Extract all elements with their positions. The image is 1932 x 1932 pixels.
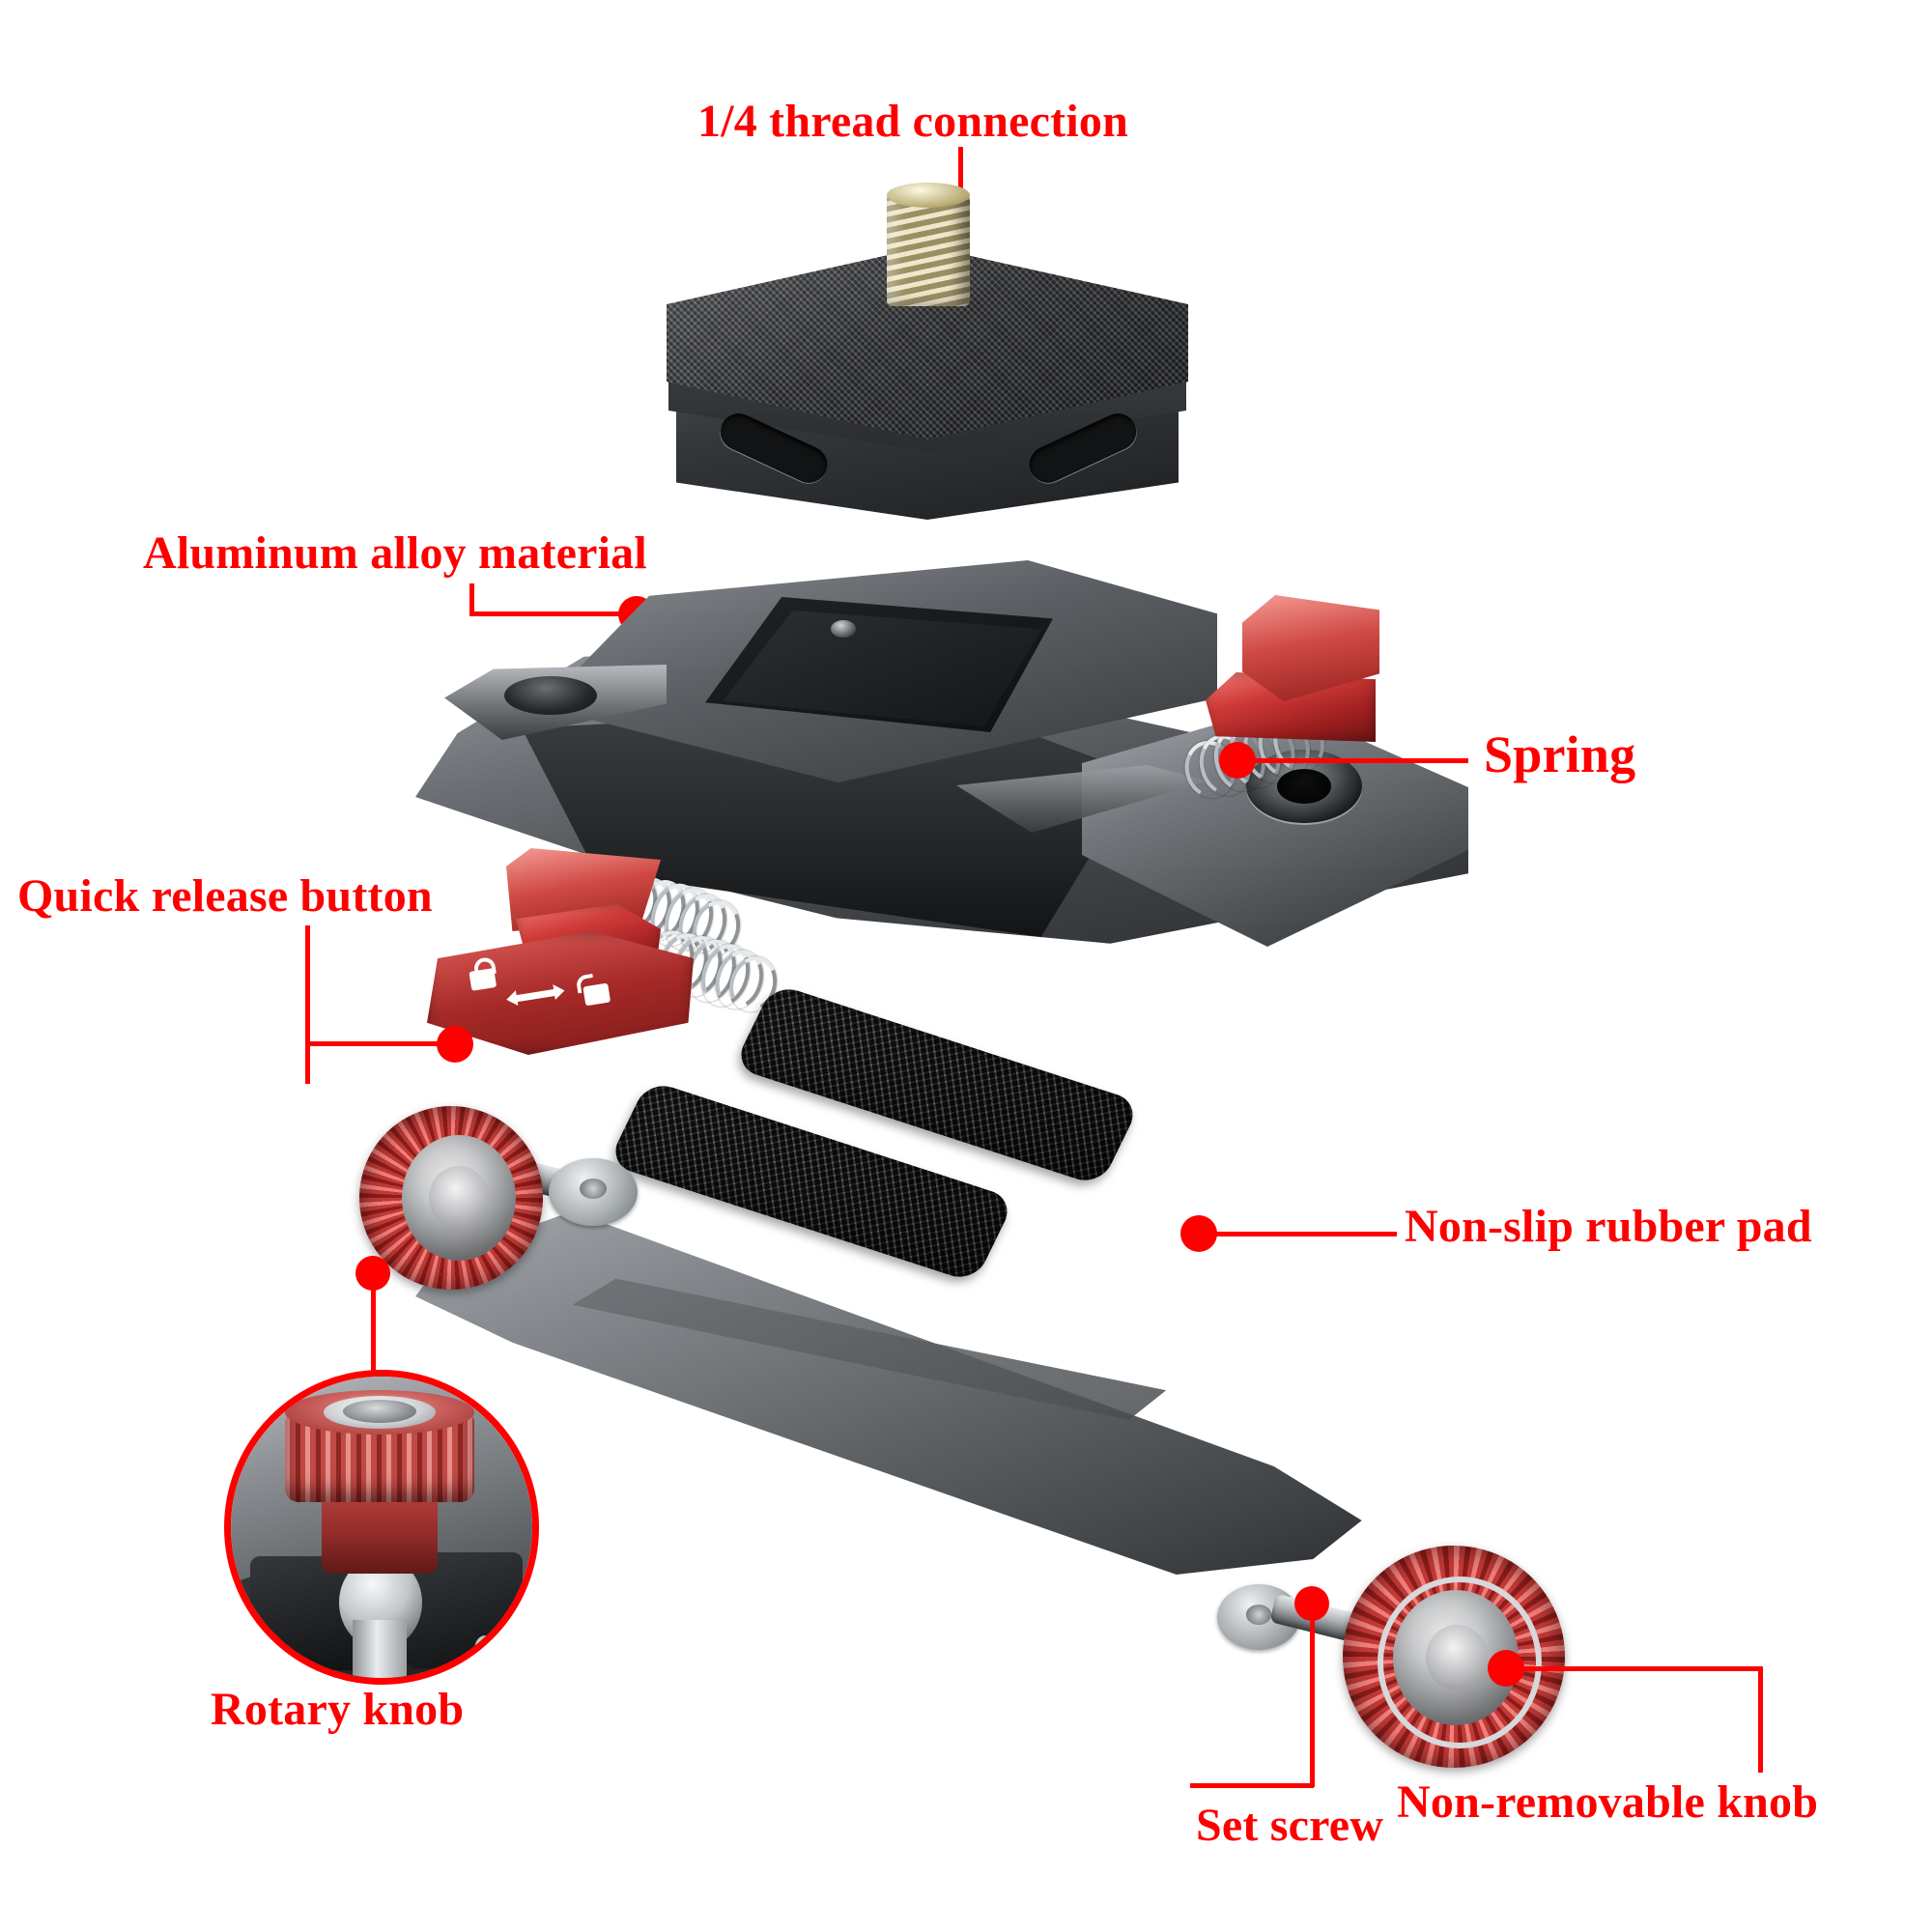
inset-knob-neck — [322, 1492, 438, 1574]
right-knob-hub — [1426, 1625, 1488, 1690]
callout-label-aluminum: Aluminum alloy material — [143, 527, 647, 579]
rotary-knob-detail-inset — [224, 1370, 539, 1685]
right-knob-assembly[interactable] — [1208, 1536, 1613, 1806]
lock-closed-icon — [468, 955, 497, 993]
leader-line-qr-horizontal — [305, 1041, 450, 1046]
clamp-pin-hole — [831, 620, 856, 638]
right-release-lever[interactable] — [1206, 580, 1418, 753]
callout-label-thread: 1/4 thread connection — [697, 96, 1128, 147]
callout-label-quick-release: Quick release button — [17, 870, 433, 922]
leader-line-spring — [1252, 758, 1468, 763]
left-knob-assembly[interactable] — [359, 1106, 688, 1319]
leader-line-rubber-pad — [1213, 1232, 1397, 1236]
leader-line-aluminum-horizontal — [469, 611, 636, 616]
arm-plate — [415, 1188, 1391, 1604]
leader-line-rotary-knob — [371, 1283, 376, 1376]
leader-line-set-screw-horizontal — [1190, 1783, 1314, 1788]
clamp-left-rail-bore — [504, 676, 597, 715]
quarter-inch-screw-head — [887, 183, 970, 208]
leader-line-qr-vertical — [305, 925, 310, 1084]
left-knob-pivot — [549, 1158, 638, 1226]
inset-stem — [353, 1620, 407, 1678]
leader-line-set-screw-vertical — [1310, 1611, 1315, 1787]
quarter-inch-screw — [887, 190, 970, 306]
lock-open-icon — [574, 971, 613, 1009]
leader-line-aluminum-vertical — [469, 583, 474, 616]
left-knob-hub — [429, 1166, 489, 1230]
callout-label-set-screw: Set screw — [1196, 1800, 1384, 1851]
callout-dot-spring — [1219, 742, 1256, 779]
inset-knob-cap-center — [343, 1400, 416, 1423]
callout-dot-quick-release — [437, 1026, 473, 1063]
leader-line-non-removable-horizontal — [1520, 1666, 1762, 1671]
callout-dot-rubber-pad — [1180, 1215, 1217, 1252]
right-knob-ring — [1378, 1577, 1542, 1748]
quick-release-button[interactable] — [413, 848, 723, 1070]
callout-label-rotary-knob: Rotary knob — [211, 1684, 465, 1735]
callout-dot-non-removable — [1488, 1650, 1524, 1687]
quick-release-plate — [667, 183, 1188, 565]
callout-label-non-removable: Non-removable knob — [1397, 1776, 1819, 1828]
inset-pin — [474, 1635, 496, 1664]
callout-label-rubber-pad: Non-slip rubber pad — [1405, 1201, 1812, 1252]
leader-line-non-removable-vertical — [1758, 1666, 1763, 1773]
callout-label-spring: Spring — [1484, 725, 1636, 783]
